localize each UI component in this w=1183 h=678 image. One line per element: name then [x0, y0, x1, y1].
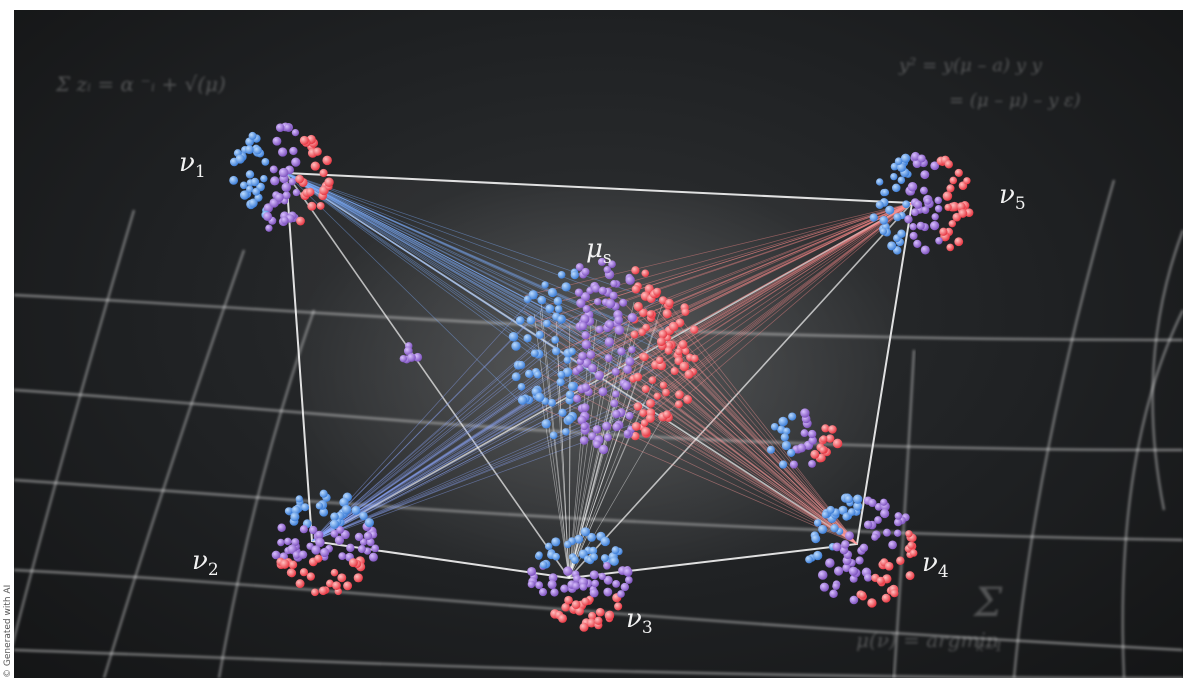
chalkboard-scene: Σ zᵢ = α ⁻ᵢ + √(μ) y² = y(μ – a) y y = (… [14, 10, 1183, 678]
formula-bottom-right: μ(ν) = argmin [856, 628, 999, 652]
formula-top-right-1: y² = y(μ – a) y y [899, 55, 1042, 76]
label-mu-s: μs [586, 234, 612, 268]
formula-top-right-2: = (μ – μ) – y ε) [949, 90, 1081, 111]
formula-top-left: Σ zᵢ = α ⁻ᵢ + √(μ) [56, 72, 226, 96]
label-nu-2: ν2 [192, 546, 219, 580]
formula-bottom-right-limit: k=1 [976, 640, 1004, 655]
curved-grid-lines [14, 179, 1183, 678]
barycenter-illustration [14, 122, 1183, 678]
label-nu-1: ν1 [179, 148, 206, 182]
transport-rays [285, 172, 913, 579]
point-clouds [229, 122, 974, 632]
label-nu-3: ν3 [626, 604, 653, 638]
formula-bottom-right-sum: Σ [974, 580, 1003, 626]
ai-credit: © Generated with AI [3, 584, 13, 678]
label-nu-5: ν5 [999, 180, 1026, 214]
label-nu-4: ν4 [922, 548, 949, 582]
